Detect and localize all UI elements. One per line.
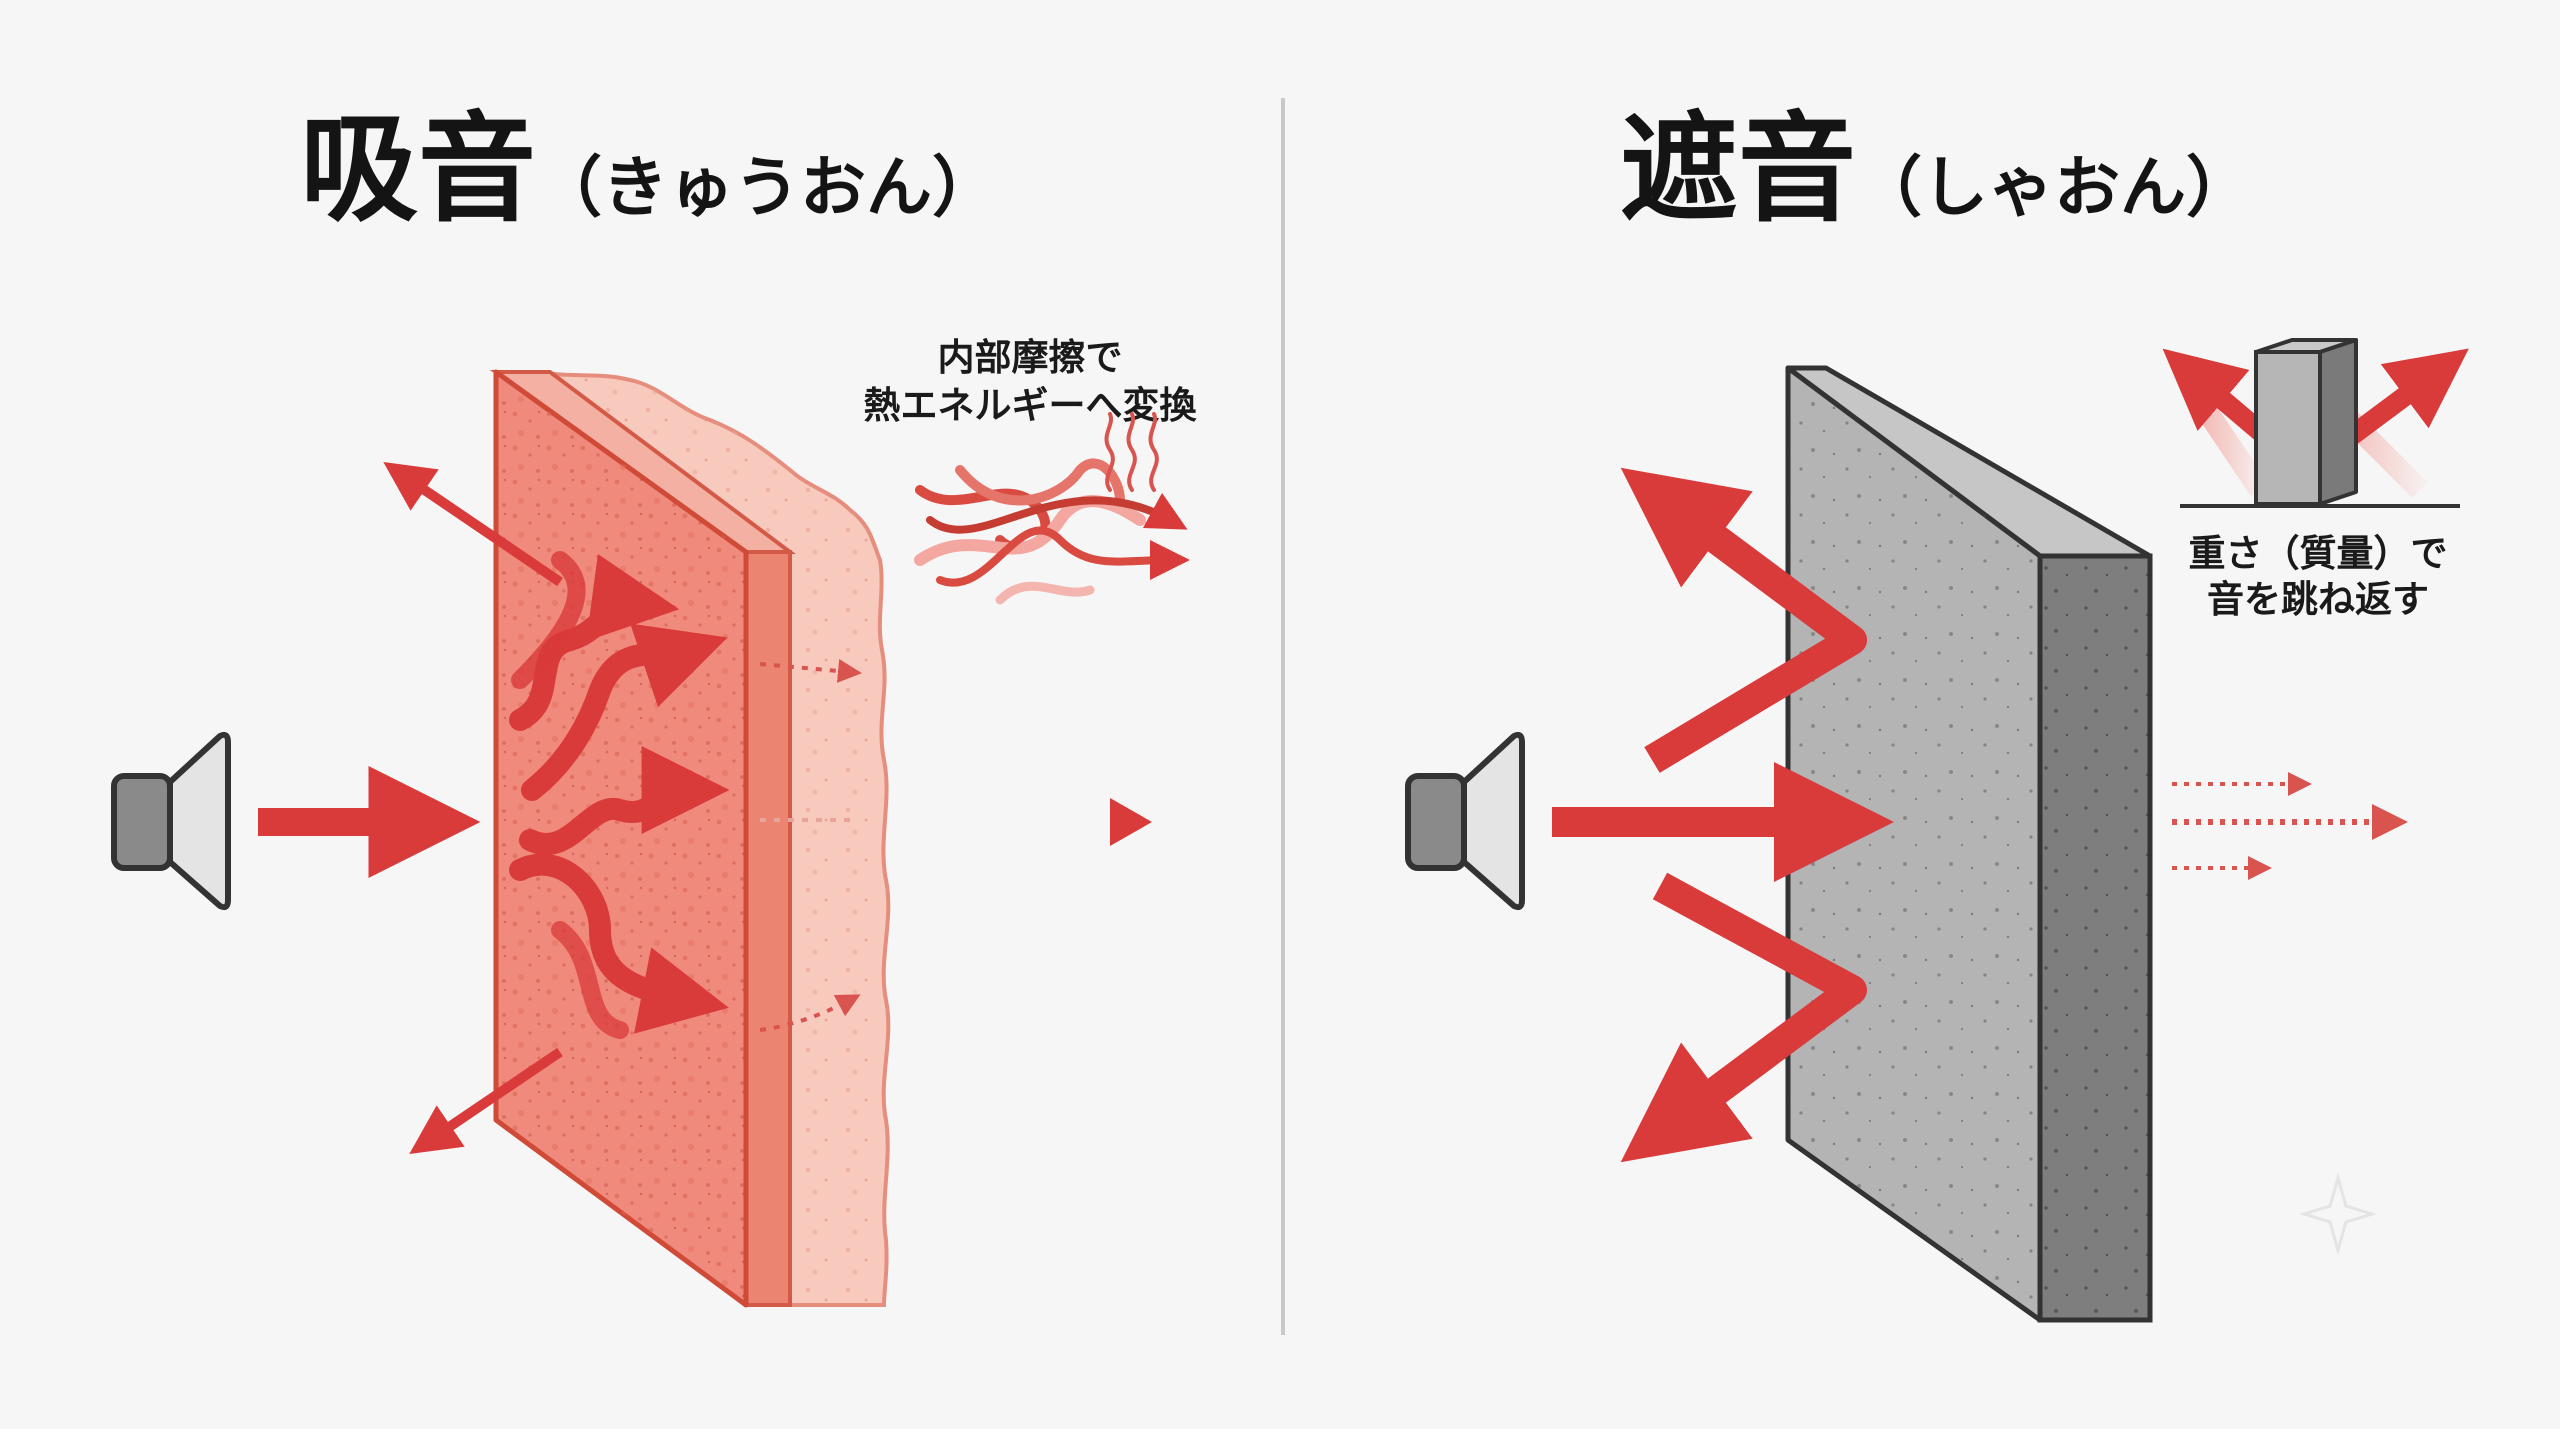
heat-waves-icon xyxy=(1104,412,1159,492)
absorption-title-reading: （きゅうおん） xyxy=(536,149,998,226)
absorption-title-main: 吸音 xyxy=(300,100,536,238)
sparkle-icon xyxy=(2298,1172,2378,1256)
weak-transmission-dotted xyxy=(759,658,862,1032)
insulation-title-main: 遮音 xyxy=(1620,100,1856,238)
speaker-icon xyxy=(111,731,231,911)
insulation-panel: 遮音（しゃおん） xyxy=(1405,100,2469,1323)
minimal-transmission-dotted xyxy=(2172,772,2408,880)
insulation-note-line1: 重さ（質量）で xyxy=(2189,532,2448,575)
insulation-title: 遮音（しゃおん） xyxy=(1620,100,2252,238)
insulation-note-line2: 音を跳ね返す xyxy=(2207,578,2429,621)
reflected-arrow-upper xyxy=(383,461,563,587)
reflected-arrow-bottom xyxy=(1620,872,1867,1163)
absorption-note-line2: 熱エネルギーへ変換 xyxy=(864,384,1198,427)
insulation-title-reading: （しゃおん） xyxy=(1856,149,2252,226)
absorption-title: 吸音（きゅうおん） xyxy=(300,100,998,238)
tangled-fibers-icon xyxy=(914,458,1190,605)
solid-block-icon xyxy=(2162,338,2469,508)
absorption-panel: 吸音（きゅうおん） xyxy=(111,100,1198,1308)
reflected-arrow-top xyxy=(1620,467,1867,773)
internal-friction-arrows xyxy=(509,551,730,1039)
absorption-note-line1: 内部摩擦で xyxy=(938,336,1123,379)
speaker-icon xyxy=(1405,731,1525,911)
reflected-arrow-lower xyxy=(409,1047,563,1155)
